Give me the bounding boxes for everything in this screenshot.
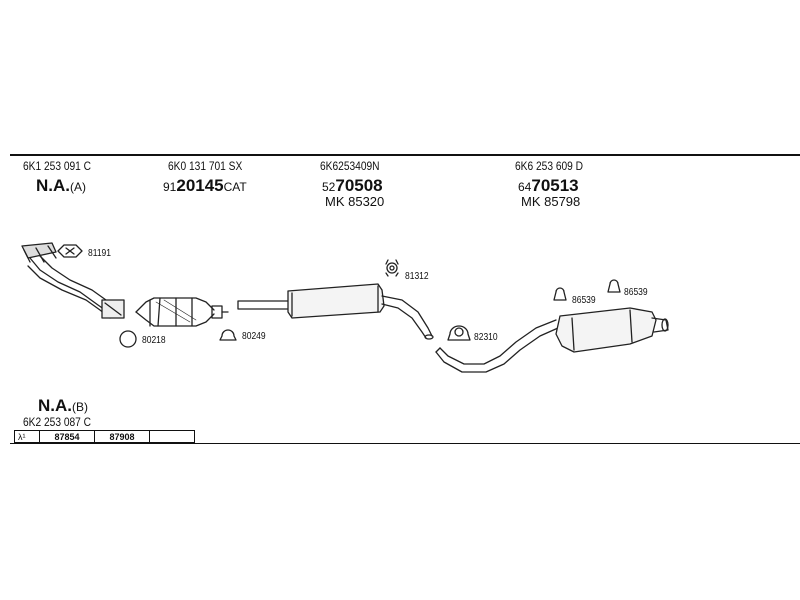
ref-front-pipe: N.A.(A)	[36, 176, 86, 195]
part-label-gasket: 81191	[88, 248, 112, 259]
middle-silencer-drawing	[237, 283, 434, 340]
part-label-clamp-rear: 82310	[474, 332, 498, 343]
part-number-catalyst: 6K0 131 701 SX	[168, 159, 243, 173]
table-cell-label: λ¹	[14, 430, 40, 443]
ref-rear-silencer: 6470513	[518, 176, 579, 195]
part-label-hanger-rear-a: 86539	[572, 295, 596, 306]
part-number-rear-silencer: 6K6 253 609 D	[515, 159, 584, 173]
part-label-clamp-cat: 80249	[242, 331, 266, 342]
header-rule	[10, 154, 800, 156]
ref-middle-silencer: 5270508	[322, 176, 383, 195]
table-row: λ¹ 87854 87908	[14, 430, 195, 443]
clamp-icon	[447, 325, 471, 341]
part-number-bottom: 6K2 253 087 C	[23, 415, 92, 429]
part-label-hanger-rear-b: 86539	[624, 287, 648, 298]
catalytic-converter-drawing	[135, 297, 229, 327]
ref-catalyst: 9120145CAT	[163, 176, 247, 195]
part-number-front-pipe: 6K1 253 091 C	[23, 159, 92, 173]
sealing-ring-icon	[119, 330, 137, 348]
part-label-ring: 80218	[142, 335, 166, 346]
bottom-rule	[10, 443, 800, 444]
part-number-middle-silencer: 6K6253409N	[320, 159, 380, 173]
rubber-hanger-icon	[553, 287, 567, 301]
table-cell	[149, 430, 195, 443]
ref-bottom: N.A.(B)	[38, 396, 88, 415]
part-label-hanger-mid: 81312	[405, 271, 429, 282]
table-cell: 87908	[94, 430, 150, 443]
rubber-hanger-icon	[607, 279, 621, 293]
gasket-icon	[57, 244, 83, 258]
lambda-table: λ¹ 87854 87908	[14, 430, 195, 443]
table-cell: 87854	[39, 430, 95, 443]
front-pipe-drawing	[21, 242, 125, 319]
mk-middle-silencer: MK 85320	[325, 194, 385, 209]
clamp-icon	[219, 329, 237, 341]
hanger-icon	[385, 259, 399, 277]
rear-silencer-drawing	[435, 307, 669, 373]
mk-rear-silencer: MK 85798	[521, 194, 581, 209]
